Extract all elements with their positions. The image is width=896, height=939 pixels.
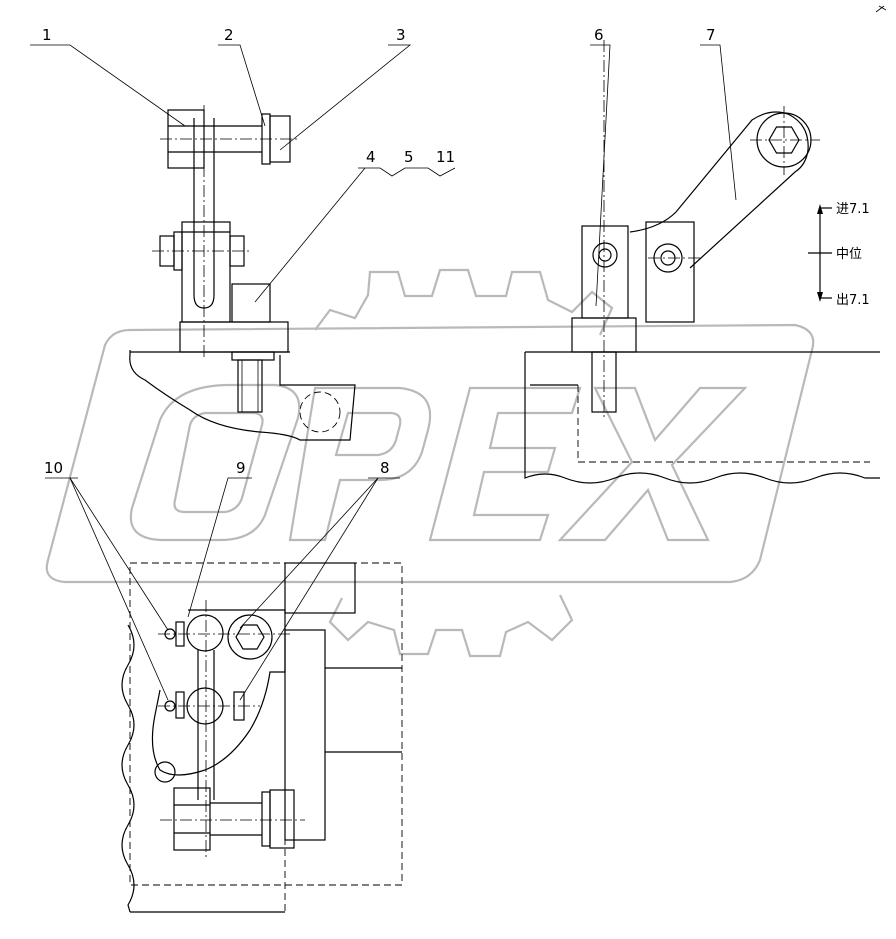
side-view: 进7.1 中位 出7.1 xyxy=(524,40,880,484)
cover-outline-side xyxy=(524,351,880,484)
bottom-hex-nut-right xyxy=(269,789,295,849)
watermark-letter-o xyxy=(129,383,301,542)
watermark-letter-e xyxy=(428,386,582,542)
bottom-washer xyxy=(261,791,271,847)
bottom-hex-nut-left xyxy=(173,787,211,851)
nut-3 xyxy=(269,115,291,163)
leader-8-lower xyxy=(239,477,379,701)
housing-hidden-outline xyxy=(129,562,403,886)
callout-10: 10 xyxy=(44,459,63,477)
top-view xyxy=(121,562,403,913)
label-in: 进7.1 xyxy=(836,202,870,217)
corner-tick-mark xyxy=(875,5,887,13)
watermark-letter-p xyxy=(288,386,432,542)
leader-lines xyxy=(30,44,737,701)
leader-6 xyxy=(590,44,611,307)
pin-6-outer xyxy=(592,242,618,268)
arrow-down-icon xyxy=(817,292,823,302)
leader-10-upper xyxy=(69,477,169,631)
plate-hole xyxy=(154,761,176,783)
arm-7-hex-nut xyxy=(768,126,800,154)
pin-6-inner xyxy=(598,248,612,262)
mounting-block-front xyxy=(179,321,289,353)
arrow-up-icon xyxy=(817,204,823,214)
block-6 xyxy=(581,225,629,319)
housing-outline-front xyxy=(129,350,356,441)
callout-9: 9 xyxy=(236,459,246,477)
bolt-10-lower-washer xyxy=(175,691,185,719)
callout-2: 2 xyxy=(224,26,234,44)
leader-10-lower xyxy=(69,477,169,701)
leader-9 xyxy=(187,477,252,618)
leader-7 xyxy=(700,44,737,201)
body-right xyxy=(284,629,326,841)
leader-4 xyxy=(254,167,366,303)
leader-2 xyxy=(218,44,266,127)
callout-3: 3 xyxy=(396,26,406,44)
arm-7 xyxy=(629,111,809,269)
label-neutral: 中位 xyxy=(836,247,862,262)
hidden-bore-front xyxy=(299,391,341,433)
label-out: 出7.1 xyxy=(836,293,870,308)
callout-11: 11 xyxy=(436,148,455,166)
screw-head-4 xyxy=(231,283,271,323)
leader-3 xyxy=(279,44,412,151)
watermark-banner xyxy=(45,323,815,584)
callout-6: 6 xyxy=(594,26,604,44)
callout-8: 8 xyxy=(380,459,390,477)
leader-4-5-11 xyxy=(358,167,456,177)
linkage-plate xyxy=(151,609,286,776)
spacer-front xyxy=(231,351,275,361)
watermark-letter-x xyxy=(557,386,748,542)
leader-1 xyxy=(30,44,186,127)
nut-8-upper-hex xyxy=(235,624,265,650)
callout-1: 1 xyxy=(42,26,52,44)
callout-7: 7 xyxy=(706,26,716,44)
block-7 xyxy=(645,221,695,323)
nut-8-lower xyxy=(233,691,245,721)
opex-watermark xyxy=(45,268,815,658)
break-line-left xyxy=(121,624,135,913)
stud-front xyxy=(237,359,263,413)
leader-8-upper xyxy=(239,477,379,629)
callout-labels: 1 2 3 4 5 11 6 7 10 9 8 xyxy=(42,26,716,477)
flange-top xyxy=(284,562,356,614)
callout-4: 4 xyxy=(366,148,376,166)
ball-joint-9 xyxy=(186,614,224,652)
watermark-gear-outline xyxy=(314,268,614,658)
bracket-front xyxy=(181,221,231,323)
nut-8-upper-outer xyxy=(227,614,273,660)
callout-5: 5 xyxy=(404,148,414,166)
front-view xyxy=(129,105,356,441)
